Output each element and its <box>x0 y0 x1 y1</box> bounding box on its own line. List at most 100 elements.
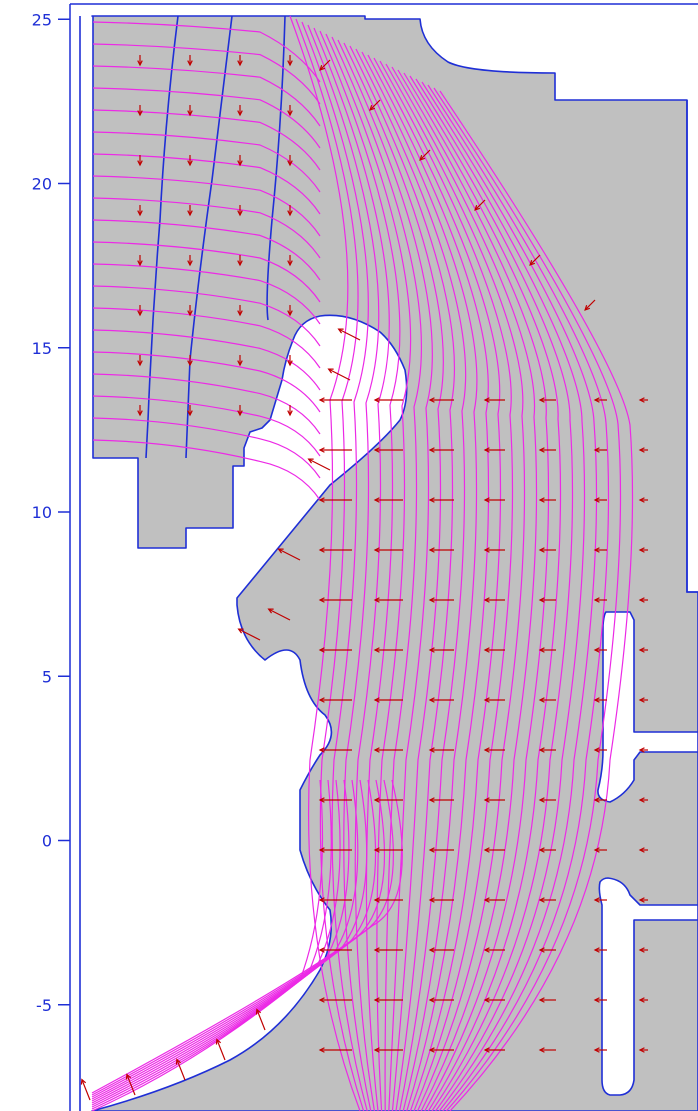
field-vector <box>638 397 648 403</box>
field-vector <box>538 1047 556 1053</box>
field-vector <box>638 897 648 903</box>
field-vector <box>237 628 261 641</box>
field-vector <box>287 255 293 267</box>
field-vector <box>319 59 331 71</box>
coil-divider-2 <box>185 15 233 459</box>
field-vector <box>474 199 486 211</box>
field-vector <box>428 547 454 553</box>
field-vector <box>318 597 352 603</box>
field-vector <box>638 797 648 803</box>
coil-divider-1 <box>145 15 179 459</box>
flux-line <box>301 21 369 1111</box>
flux-line <box>92 175 321 237</box>
flux-line <box>373 57 502 1111</box>
field-vector <box>137 305 143 317</box>
y-tick-label: 5 <box>42 667 52 686</box>
flux-line <box>439 90 634 1111</box>
field-vector <box>373 397 403 403</box>
field-vector <box>483 647 505 653</box>
field-vector <box>255 1008 266 1031</box>
field-vector <box>428 797 454 803</box>
field-vector <box>428 747 454 753</box>
flux-line <box>92 373 321 435</box>
field-vector <box>483 497 505 503</box>
field-vector <box>538 697 556 703</box>
field-vector <box>593 397 607 403</box>
field-vector <box>483 547 505 553</box>
field-vector <box>638 847 648 853</box>
field-vector <box>187 405 193 417</box>
flux-line <box>319 30 401 1111</box>
field-vectors <box>80 55 648 1101</box>
field-vector <box>215 1038 226 1061</box>
field-vector <box>593 997 607 1003</box>
field-vector <box>538 847 556 853</box>
flux-line <box>331 36 422 1111</box>
field-vector <box>80 1078 91 1101</box>
flux-line <box>367 54 490 1111</box>
iron-region <box>91 15 698 1111</box>
field-vector <box>638 997 648 1003</box>
field-vector <box>373 497 403 503</box>
field-vector <box>638 447 648 453</box>
field-vector <box>318 797 352 803</box>
y-tick-label: 10 <box>32 503 52 522</box>
flux-line <box>313 27 390 1111</box>
flux-line <box>92 329 321 391</box>
field-vector <box>237 55 243 67</box>
field-vector <box>137 155 143 167</box>
field-vector <box>287 55 293 67</box>
y-tick-label: 0 <box>42 832 52 851</box>
field-vector <box>593 647 607 653</box>
field-vector <box>538 597 556 603</box>
flux-line <box>92 65 321 127</box>
field-vector <box>428 597 454 603</box>
field-vector <box>538 447 556 453</box>
field-vector <box>593 597 607 603</box>
field-vector <box>593 847 607 853</box>
field-vector <box>593 897 607 903</box>
field-vector <box>318 397 352 403</box>
field-vector <box>483 697 505 703</box>
field-vector <box>373 597 403 603</box>
field-vector <box>428 697 454 703</box>
field-vector <box>237 305 243 317</box>
field-vector <box>175 1058 186 1081</box>
flux-line <box>92 153 321 215</box>
field-vector <box>483 747 505 753</box>
slot-lower <box>598 877 698 1096</box>
flux-lines <box>91 15 634 1111</box>
field-vector <box>318 647 352 653</box>
flux-line <box>337 39 433 1111</box>
field-vector <box>419 149 431 161</box>
flux-line <box>92 87 321 149</box>
field-vector <box>483 947 505 953</box>
flux-line <box>385 63 526 1111</box>
field-vector <box>237 355 243 367</box>
flux-line <box>409 75 574 1111</box>
field-vector <box>318 447 352 453</box>
field-vector <box>638 597 648 603</box>
flux-line <box>92 109 321 171</box>
field-vector <box>593 547 607 553</box>
field-vector <box>428 1047 454 1053</box>
field-vector <box>318 697 352 703</box>
field-vector <box>538 647 556 653</box>
field-vector <box>373 547 403 553</box>
field-vector <box>287 105 293 117</box>
field-vector <box>187 255 193 267</box>
field-vector <box>483 447 505 453</box>
y-tick-label: -5 <box>36 996 52 1015</box>
field-vector <box>318 1047 352 1053</box>
field-vector <box>538 747 556 753</box>
field-vector <box>593 697 607 703</box>
flux-line <box>92 439 321 501</box>
field-vector <box>638 697 648 703</box>
field-vector <box>318 947 352 953</box>
field-vector <box>373 997 403 1003</box>
field-vector <box>638 1047 648 1053</box>
field-vector <box>638 547 648 553</box>
field-vector <box>373 947 403 953</box>
iron-core <box>91 15 698 1111</box>
flux-line <box>92 197 321 259</box>
